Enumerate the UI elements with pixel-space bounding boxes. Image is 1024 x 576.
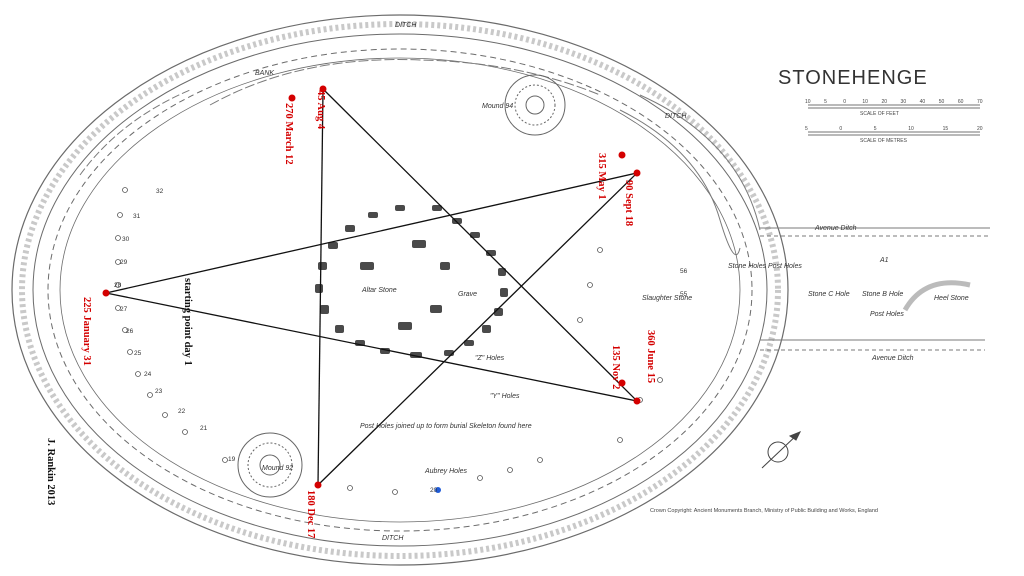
aubrey-num-21: 21 <box>200 425 208 432</box>
marker-aug4 <box>319 85 327 93</box>
label-aug4: 45 Aug 4 <box>315 90 326 130</box>
label-mound-94: Mound 94 <box>482 103 513 110</box>
scale-metres-tick: 15 <box>943 126 949 132</box>
scale-feet-tick: 60 <box>958 99 964 105</box>
aubrey-num-56: 56 <box>680 268 688 275</box>
scale-metres-tick: 10 <box>908 126 914 132</box>
label-altar-stone: Altar Stone <box>361 287 397 294</box>
scale-feet-tick: 20 <box>881 99 887 105</box>
marker-may1 <box>618 151 626 159</box>
label-aubrey-holes: Aubrey Holes <box>424 468 468 475</box>
label-grave: Grave <box>458 291 477 298</box>
aubrey-num-32: 32 <box>156 188 164 195</box>
date-markers <box>102 85 641 489</box>
marker-dec17 <box>314 481 322 489</box>
label-nov2: 135 Nov 2 <box>610 345 621 389</box>
scale-feet-tick: 50 <box>939 99 945 105</box>
scale-feet-tick: 5 <box>824 99 827 105</box>
mound-top <box>504 74 566 136</box>
label-ditch-right: DITCH <box>665 113 687 120</box>
avenue <box>760 227 990 351</box>
label-ditch-top: DITCH <box>395 22 417 29</box>
map-title: STONEHENGE <box>778 67 928 89</box>
label-post-holes-right: Post Holes <box>870 311 904 318</box>
scale-feet-label: SCALE OF FEET <box>860 111 899 117</box>
label-jan31: 225 January 31 <box>81 297 92 366</box>
aubrey-num-31: 31 <box>133 213 141 220</box>
aubrey-num-30: 30 <box>122 236 130 243</box>
scale-metres-tick: 0 <box>839 126 842 132</box>
aubrey-num-26: 26 <box>126 328 134 335</box>
sarsen-circle <box>315 205 508 358</box>
copyright-note: Crown Copyright: Ancient Monuments Branc… <box>650 508 878 514</box>
label-sep18: 90 Sept 18 <box>623 180 634 226</box>
scale-metres-tick: 20 <box>977 126 983 132</box>
label-heel-stone: Heel Stone <box>934 295 969 302</box>
aubrey-num-25: 25 <box>134 350 142 357</box>
marker-nov2 <box>618 379 626 387</box>
aubrey-num-28: 28 <box>114 282 122 289</box>
aubrey-hole-20-marker <box>435 487 441 493</box>
north-arrow <box>761 431 802 469</box>
scale-feet-tick: 40 <box>920 99 926 105</box>
label-stone-holes: Stone Holes <box>728 263 767 270</box>
label-ditch-bottom: DITCH <box>382 535 404 542</box>
scale-feet-tick: 0 <box>843 99 846 105</box>
scale-feet-tick: 70 <box>977 99 983 105</box>
label-post-holes: Post Holes <box>768 263 802 270</box>
aubrey-num-23: 23 <box>155 388 163 395</box>
marker-jan31 <box>102 289 110 297</box>
aubrey-num-24: 24 <box>144 371 152 378</box>
label-bank-top: BANK <box>255 70 274 77</box>
label-hole-a1: A1 <box>879 257 889 264</box>
label-jun15: 360 June 15 <box>645 330 656 383</box>
label-stone-hole-b: Stone B Hole <box>862 291 903 298</box>
label-stone-hole-c: Stone C Hole <box>808 291 850 298</box>
author-credit: J. Rankin 2013 <box>45 438 56 505</box>
label-aubrey-20: 20 <box>430 487 438 494</box>
scale-feet-tick: 10 <box>805 99 811 105</box>
scale-metres-label: SCALE OF METRES <box>860 138 908 144</box>
marker-sep18 <box>633 169 641 177</box>
label-may1: 315 May 1 <box>596 153 607 200</box>
aubrey-holes <box>115 187 663 495</box>
inner-bank-segments <box>79 59 761 255</box>
label-starting-point: starting point day 1 <box>182 278 193 366</box>
marker-mar12 <box>288 94 296 102</box>
aubrey-hole-numbers: 32 31 30 29 28 27 26 25 24 23 22 21 19 5… <box>114 188 688 463</box>
label-avenue-ditch-top: Avenue Ditch <box>814 225 857 232</box>
label-mar12: 270 March 12 <box>283 103 294 165</box>
label-dec17: 180 Dec 17 <box>305 490 316 538</box>
label-avenue-ditch-bottom: Avenue Ditch <box>871 355 914 362</box>
aubrey-num-55: 55 <box>680 291 688 298</box>
marker-jun15 <box>633 397 641 405</box>
aubrey-num-22: 22 <box>178 408 186 415</box>
scale-bars <box>808 104 980 136</box>
label-z-holes: "Z" Holes <box>475 355 505 362</box>
label-slaughter-stone: Slaughter Stone <box>642 295 692 302</box>
label-mound-92: Mound 92 <box>262 465 293 472</box>
scale-metres-tick: 5 <box>874 126 877 132</box>
scale-feet-tick: 10 <box>862 99 868 105</box>
aubrey-num-27: 27 <box>120 306 128 313</box>
aubrey-num-29: 29 <box>120 259 128 266</box>
henge-earthworks <box>11 14 789 566</box>
aubrey-num-19: 19 <box>228 456 236 463</box>
label-y-holes: "Y" Holes <box>490 393 520 400</box>
mound-bottom <box>237 432 303 498</box>
label-post-holes-note: Post Holes joined up to form burial Skel… <box>360 423 532 430</box>
pentagram-lines <box>105 88 638 486</box>
scale-feet-tick: 30 <box>901 99 907 105</box>
scale-metres-tick: 5 <box>805 126 808 132</box>
